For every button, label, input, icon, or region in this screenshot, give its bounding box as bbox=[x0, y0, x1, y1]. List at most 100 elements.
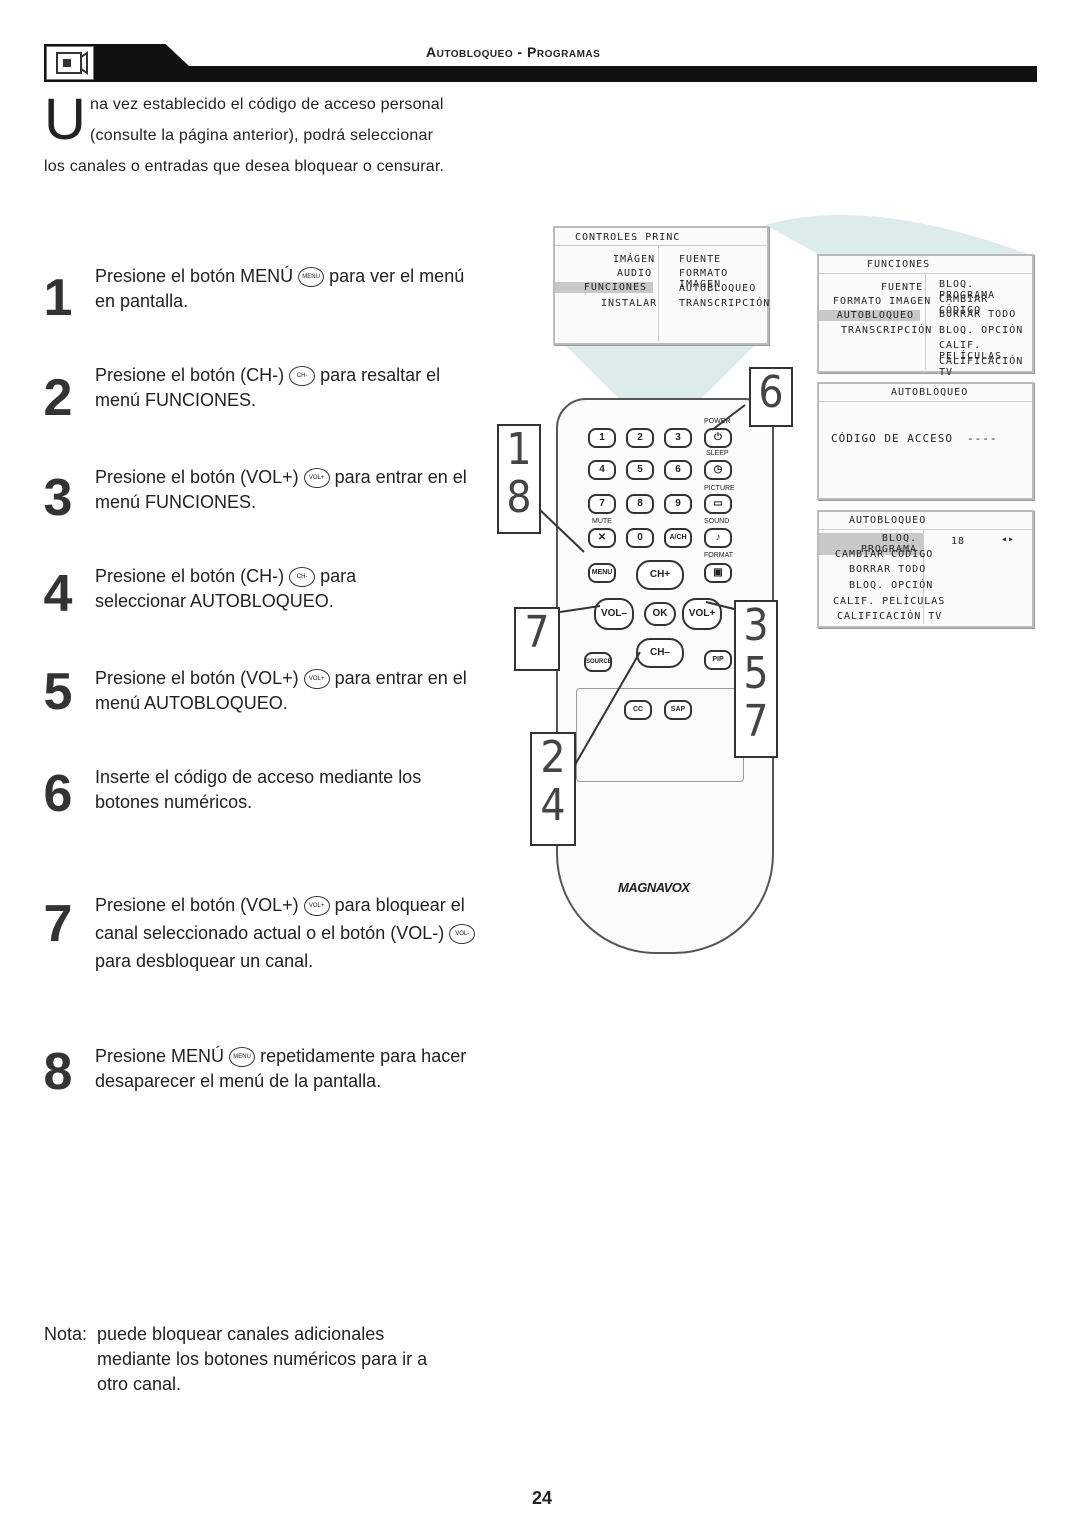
menu-item[interactable]: INSTALAR bbox=[601, 298, 658, 309]
menu-button[interactable]: MENU bbox=[588, 563, 616, 583]
vol-plus-button-icon: VOL+ bbox=[303, 896, 330, 917]
menu-item[interactable]: TRANSCRIPCIÓN bbox=[841, 325, 933, 336]
step-number: 4 bbox=[43, 565, 73, 623]
digit-3-button[interactable]: 3 bbox=[664, 428, 692, 448]
vol-plus-button-icon: VOL+ bbox=[303, 468, 330, 489]
step-number: 1 bbox=[43, 269, 73, 327]
header-bar bbox=[44, 66, 1037, 82]
channel-number: 18 bbox=[951, 536, 966, 547]
menu-title: AUTOBLOQUEO bbox=[849, 515, 927, 526]
access-code-value[interactable]: ---- bbox=[967, 432, 998, 445]
step-text: Inserte el código de acceso mediante los… bbox=[95, 767, 422, 812]
digit-0-button[interactable]: 0 bbox=[626, 528, 654, 548]
note-line-1: puede bloquear canales adicionales bbox=[97, 1324, 385, 1344]
autolock-menu: AUTOBLOQUEO BLOQ. PROGRAMA CAMBIAR CÓDIG… bbox=[817, 510, 1034, 628]
menu-title: FUNCIONES bbox=[867, 259, 931, 270]
ch-minus-button-icon: CH- bbox=[289, 567, 316, 588]
menu-item[interactable]: AUDIO bbox=[617, 268, 653, 279]
step-number: 6 bbox=[43, 765, 73, 823]
menu-item[interactable]: FORMATO IMAGEN bbox=[833, 296, 932, 307]
step-number: 8 bbox=[43, 1043, 73, 1101]
access-code-menu: AUTOBLOQUEO CÓDIGO DE ACCESO ---- bbox=[817, 382, 1034, 500]
functions-menu: FUNCIONES FUENTE FORMATO IMAGEN AUTOBLOQ… bbox=[817, 254, 1034, 378]
callout-7: 7 bbox=[514, 607, 560, 671]
sap-button[interactable]: SAP bbox=[664, 700, 692, 720]
format-button[interactable]: ▣ bbox=[704, 563, 732, 583]
menu-button-icon: MENU bbox=[229, 1047, 256, 1068]
submenu-item: TRANSCRIPCIÓN bbox=[679, 298, 771, 309]
brand-logo: MAGNAVOX bbox=[618, 880, 690, 895]
mute-button[interactable]: ✕ bbox=[588, 528, 616, 548]
note-line-3: otro canal. bbox=[97, 1374, 182, 1394]
power-button[interactable]: ⏻ bbox=[704, 428, 732, 448]
page-title: Autobloqueo - Programas bbox=[426, 44, 601, 60]
submenu-item: CALIF. PELÍCULAS bbox=[939, 340, 1003, 362]
step-text: Presione el botón MENÚ MENU para ver el … bbox=[95, 266, 465, 311]
step-number: 2 bbox=[43, 369, 73, 427]
format-label: FORMAT bbox=[704, 552, 734, 559]
menu-item[interactable]: IMÁGEN bbox=[613, 254, 656, 265]
cc-button[interactable]: CC bbox=[624, 700, 652, 720]
menu-item[interactable]: FUENTE bbox=[881, 282, 924, 293]
vol-minus-button-icon: VOL- bbox=[449, 924, 476, 945]
menu-item[interactable]: CALIF. PELÍCULAS bbox=[833, 596, 946, 607]
submenu-item: CAMBIAR CÓDIGO bbox=[939, 294, 989, 316]
submenu-item: CALIFICACIÓN TV bbox=[939, 356, 1024, 378]
menu-item[interactable]: BLOQ. OPCIÓN bbox=[849, 580, 934, 591]
menu-item[interactable]: CAMBIAR CÓDIGO bbox=[835, 549, 934, 560]
submenu-item: AUTOBLOQUEO bbox=[679, 283, 757, 294]
note-label: Nota: bbox=[44, 1324, 88, 1344]
picture-button[interactable]: ▭ bbox=[704, 494, 732, 514]
menu-item-selected[interactable]: AUTOBLOQUEO bbox=[819, 310, 920, 321]
pip-button[interactable]: PIP bbox=[704, 650, 732, 670]
submenu-item: BLOQ. OPCIÓN bbox=[939, 325, 1024, 336]
ch-plus-button[interactable]: CH+ bbox=[636, 560, 684, 590]
vol-minus-button[interactable]: VOL– bbox=[594, 598, 634, 630]
arrows-icon: ◂▸ bbox=[1001, 534, 1016, 545]
menu-title: AUTOBLOQUEO bbox=[891, 387, 969, 398]
menu-title: CONTROLES PRINC bbox=[575, 232, 681, 243]
submenu-item: FUENTE bbox=[679, 254, 722, 265]
menu-item[interactable]: BORRAR TODO bbox=[849, 564, 927, 575]
sleep-button[interactable]: ◷ bbox=[704, 460, 732, 480]
ok-button[interactable]: OK bbox=[644, 602, 676, 626]
digit-7-button[interactable]: 7 bbox=[588, 494, 616, 514]
page-number: 24 bbox=[532, 1488, 553, 1508]
drop-cap: U bbox=[44, 87, 86, 152]
menu-item-selected[interactable]: FUNCIONES bbox=[555, 282, 653, 293]
sound-label: SOUND bbox=[704, 518, 730, 525]
submenu-item: FORMATO IMAGEN bbox=[679, 268, 729, 290]
mute-label: MUTE bbox=[592, 518, 612, 525]
access-code-label: CÓDIGO DE ACCESO bbox=[831, 432, 953, 445]
menu-button-icon: MENU bbox=[298, 267, 325, 288]
digit-9-button[interactable]: 9 bbox=[664, 494, 692, 514]
digit-1-button[interactable]: 1 bbox=[588, 428, 616, 448]
picture-label: PICTURE bbox=[704, 485, 735, 492]
ach-button[interactable]: A/CH bbox=[664, 528, 692, 548]
power-label: POWER bbox=[704, 418, 731, 425]
digit-8-button[interactable]: 8 bbox=[626, 494, 654, 514]
step-text: Presione el botón (VOL+) VOL+ para entra… bbox=[95, 467, 467, 512]
step-number: 7 bbox=[43, 895, 73, 953]
source-button[interactable]: SOURCE bbox=[584, 652, 612, 672]
screen-beam bbox=[560, 215, 1030, 400]
main-controls-menu: CONTROLES PRINC IMÁGEN AUDIO FUNCIONES I… bbox=[553, 226, 769, 345]
step-text: Presione MENÚ MENU repetidamente para ha… bbox=[95, 1046, 467, 1091]
digit-6-button[interactable]: 6 bbox=[664, 460, 692, 480]
menu-item[interactable]: CALIFICACIÓN TV bbox=[837, 611, 943, 622]
step-number: 3 bbox=[43, 469, 73, 527]
step-text: Presione el botón (CH-) CH- para resalta… bbox=[95, 365, 441, 410]
note-line-2: mediante los botones numéricos para ir a bbox=[97, 1349, 428, 1369]
menu-item-selected[interactable]: BLOQ. PROGRAMA bbox=[819, 533, 923, 555]
submenu-item: BLOQ. PROGRAMA bbox=[939, 279, 996, 301]
ch-minus-button[interactable]: CH– bbox=[636, 638, 684, 668]
intro-line-2: (consulte la página anterior), podrá sel… bbox=[90, 127, 434, 144]
digit-2-button[interactable]: 2 bbox=[626, 428, 654, 448]
sound-button[interactable]: ♪ bbox=[704, 528, 732, 548]
digit-5-button[interactable]: 5 bbox=[626, 460, 654, 480]
digit-4-button[interactable]: 4 bbox=[588, 460, 616, 480]
step-number: 5 bbox=[43, 663, 73, 721]
